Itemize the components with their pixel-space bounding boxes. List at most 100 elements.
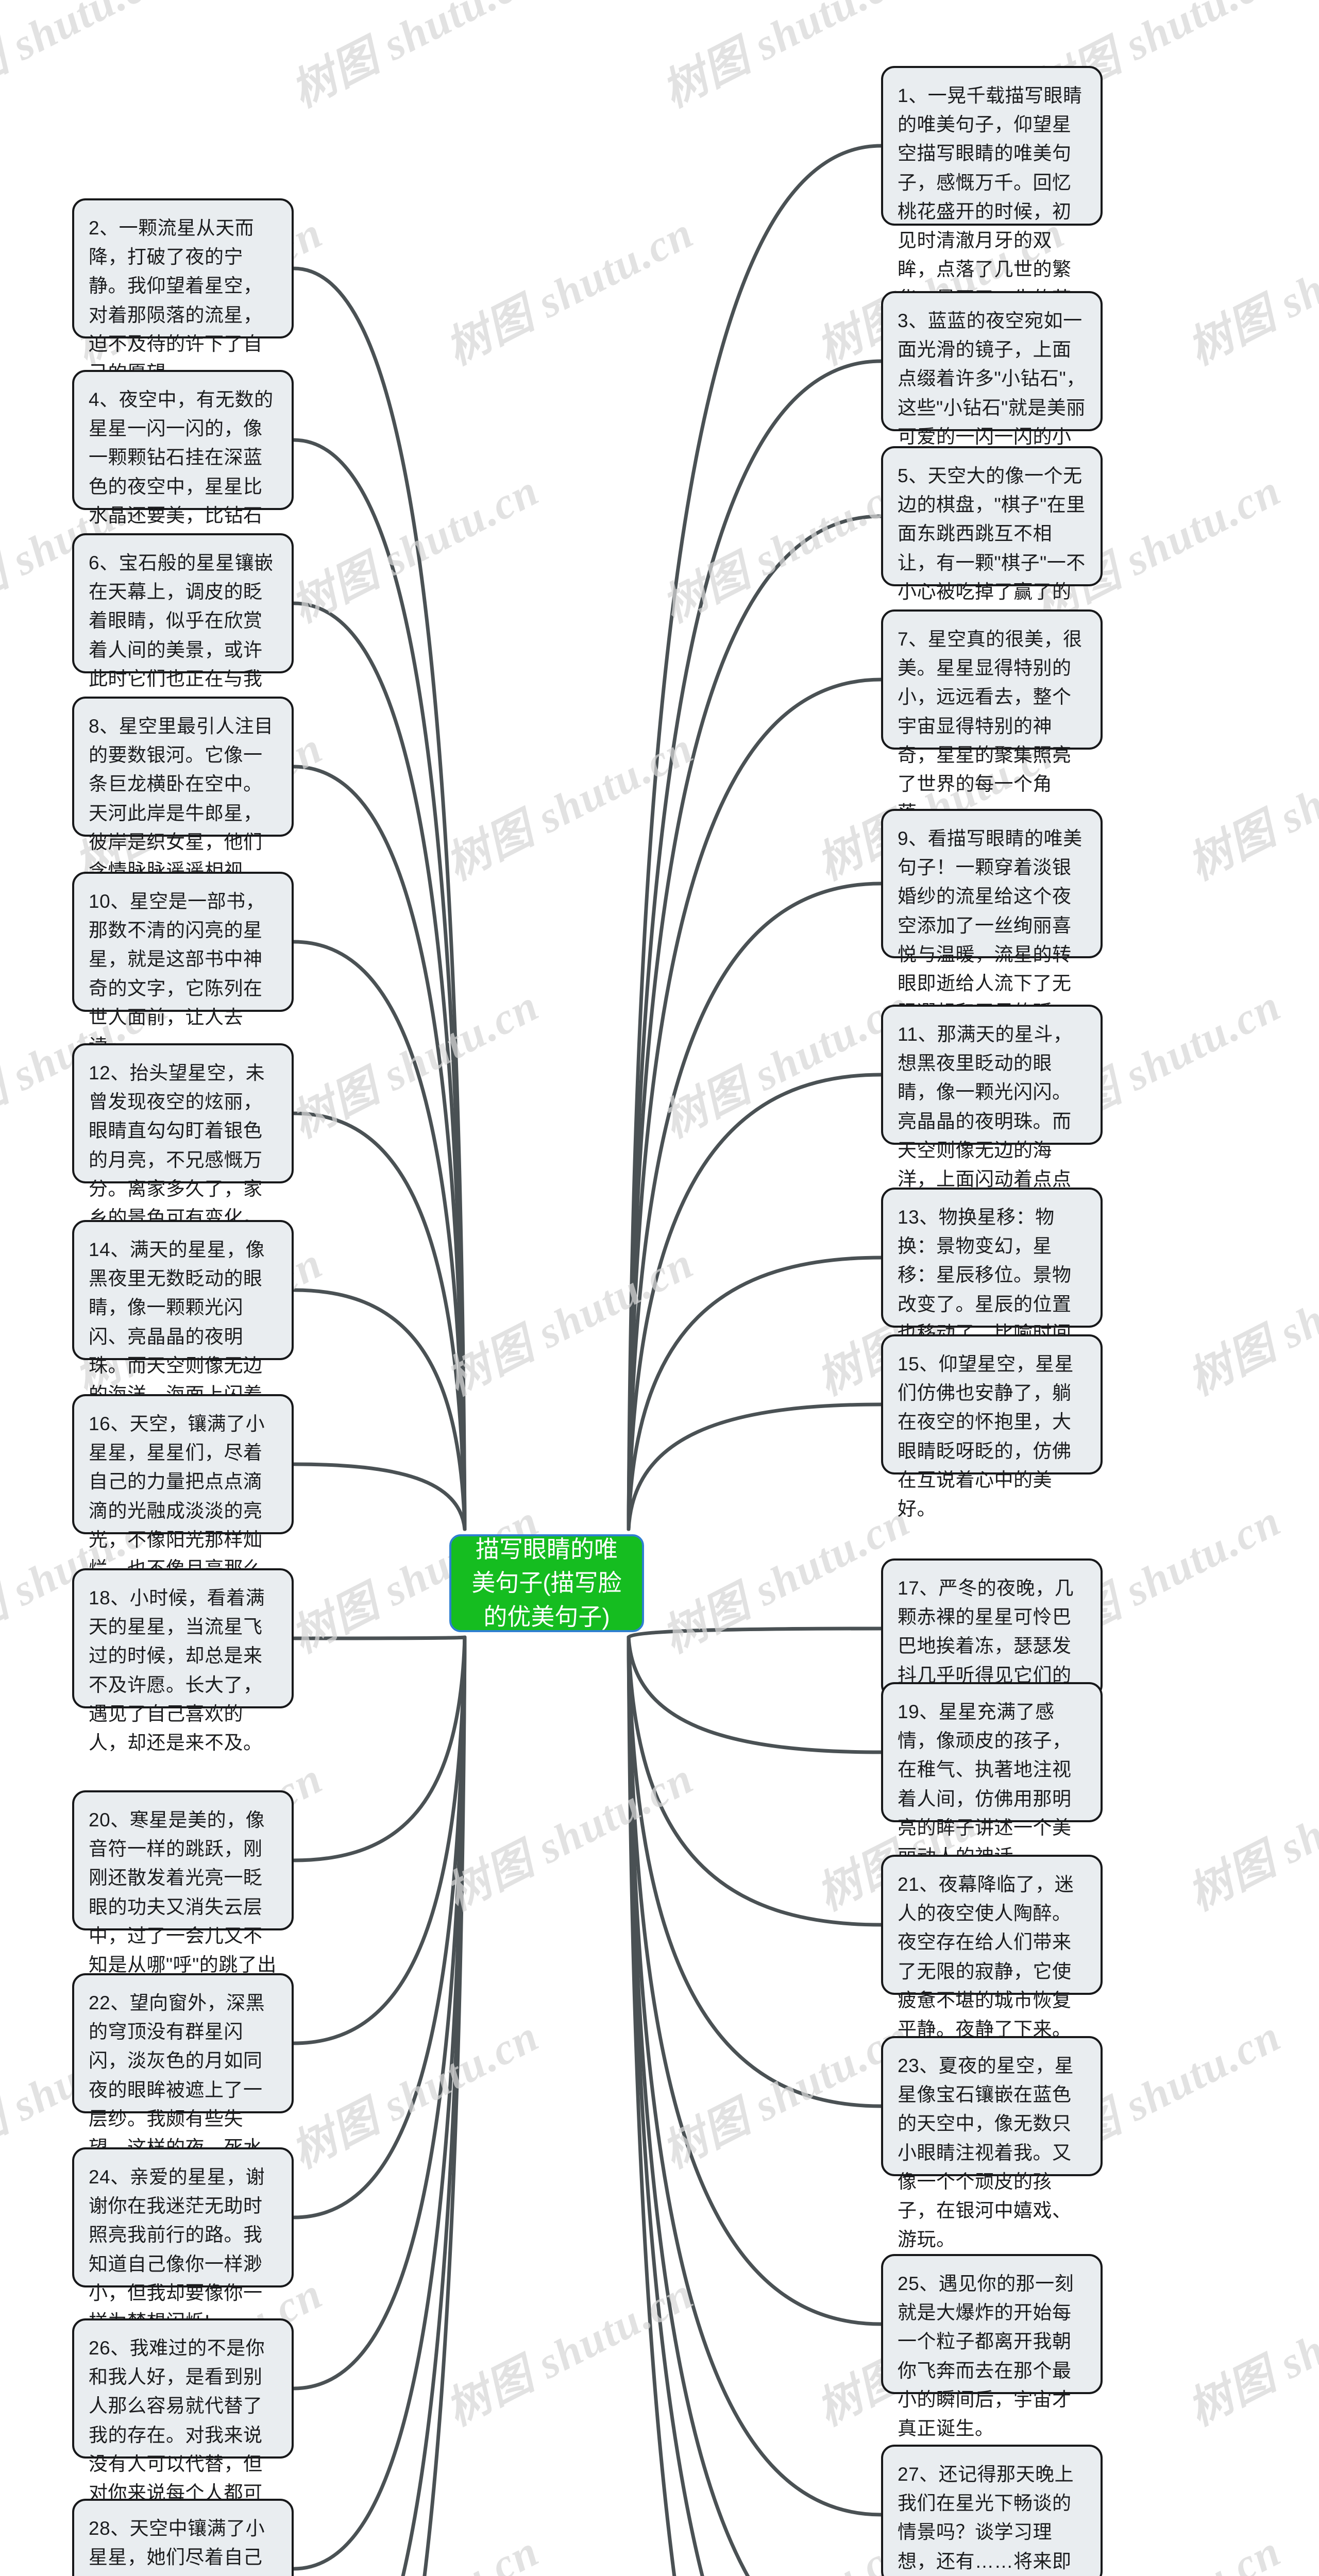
mindmap-node-text: 12、抬头望星空，未曾发现夜空的炫丽，眼睛直勾勾盯着银色的月亮，不兄感慨万分。离…	[89, 1062, 265, 1229]
mindmap-node-text: 5、天空大的像一个无边的棋盘，"棋子"在里面东跳西跳互不相让，有一颗"棋子"一不…	[898, 465, 1086, 631]
mindmap-node-11[interactable]: 11、那满天的星斗，想黑夜里眨动的眼睛，像一颗光闪闪。亮晶晶的夜明珠。而天空则像…	[881, 1005, 1103, 1218]
connector	[292, 1635, 467, 2571]
connector	[292, 601, 467, 1531]
mindmap-node-28[interactable]: 28、天空中镶满了小星星，她们尽着自己的力量把点点滴滴的光融成淡淡的亮光，不像阳…	[72, 2499, 294, 2576]
watermark: 树图 shutu.cn	[654, 1495, 918, 1663]
mindmap-node-10[interactable]: 10、星空是一部书，那数不清的闪亮的星星，就是这部书中神奇的文字，它陈列在世人面…	[72, 872, 294, 1057]
connector	[292, 1635, 467, 2219]
watermark: 树图 shutu.cn	[283, 0, 547, 117]
mindmap-node-12[interactable]: 12、抬头望星空，未曾发现夜空的炫丽，眼睛直勾勾盯着银色的月亮，不兄感慨万分。离…	[72, 1043, 294, 1228]
connector	[292, 266, 467, 1531]
watermark: 树图 shutu.cn	[1180, 207, 1319, 375]
mindmap-node-text: 8、星空里最引人注目的要数银河。它像一条巨龙横卧在空中。天河此岸是牛郎星，彼岸是…	[89, 716, 274, 910]
mindmap-node-4[interactable]: 4、夜空中，有无数的星星一闪一闪的，像一颗颗钻石挂在深蓝色的夜空中，星星比水晶还…	[72, 370, 294, 555]
connector	[627, 1402, 883, 1531]
mindmap-node-20[interactable]: 20、寒星是美的，像音符一样的跳跃，刚刚还散发着光亮一眨眼的功夫又消失云层中，过…	[72, 1790, 294, 2004]
mindmap-node-5[interactable]: 5、天空大的像一个无边的棋盘，"棋子"在里面东跳西跳互不相让，有一颗"棋子"一不…	[881, 446, 1103, 631]
mindmap-node-23[interactable]: 23、夏夜的星空，星星像宝石镶嵌在蓝色的天空中，像无数只小眼睛注视着我。又像一个…	[881, 2036, 1103, 2250]
watermark: 树图 shutu.cn	[649, 2515, 919, 2576]
watermark: 树图 shutu.cn	[438, 722, 701, 890]
watermark: 树图 shutu.cn	[283, 980, 547, 1147]
mindmap-node-15[interactable]: 15、仰望星空，星星们仿佛也安静了，躺在夜空的怀抱里，大眼睛眨呀眨的，仿佛在互说…	[881, 1334, 1103, 1519]
mindmap-node-14[interactable]: 14、满天的星星，像黑夜里无数眨动的眼睛，像一颗颗光闪闪、亮晶晶的夜明珠。而天空…	[72, 1220, 294, 1434]
center-node[interactable]: 描写眼睛的唯美句子(描写脸的优美句子)	[449, 1534, 644, 1632]
mindmap-node-1[interactable]: 1、一晃千载描写眼睛的唯美句子，仰望星空描写眼睛的唯美句子，感慨万千。回忆桃花盛…	[881, 66, 1103, 338]
mindmap-node-text: 4、夜空中，有无数的星星一闪一闪的，像一颗颗钻石挂在深蓝色的夜空中，星星比水晶还…	[89, 389, 274, 555]
watermark: 树图 shutu.cn	[1180, 1238, 1319, 1405]
watermark: 树图 shutu.cn	[283, 2010, 547, 2178]
connector	[627, 1635, 883, 2326]
connector	[292, 1635, 467, 2391]
watermark: 树图 shutu.cn	[438, 1238, 701, 1405]
connector	[627, 1635, 704, 2576]
mindmap-node-text: 27、还记得那天晚上我们在星光下畅谈的情景吗？谈学习理想，还有……将来即使我们天…	[898, 2464, 1074, 2572]
watermark: 树图 shutu.cn	[278, 2515, 548, 2576]
mindmap-node-21[interactable]: 21、夜幕降临了，迷人的夜空使人陶醉。夜空存在给人们带来了无限的寂静，它使疲惫不…	[881, 1855, 1103, 2040]
watermark: 树图 shutu.cn	[438, 2268, 701, 2435]
mindmap-node-13[interactable]: 13、物换星移：物换：景物变幻，星移：星辰移位。景物改变了。星辰的位置也移动了。…	[881, 1188, 1103, 1372]
connector	[422, 1635, 467, 2576]
connector	[292, 1462, 467, 1531]
watermark: 树图 shutu.cn	[654, 980, 918, 1147]
connector	[627, 1635, 883, 2517]
mindmap-node-9[interactable]: 9、看描写眼睛的唯美句子！一颗穿着淡银婚纱的流星给这个夜空添加了一丝绚丽喜悦与温…	[881, 809, 1103, 1052]
watermark: 树图 shutu.cn	[438, 207, 701, 375]
connector	[627, 1635, 883, 1754]
mindmap-node-19[interactable]: 19、星星充满了感情，像顽皮的孩子，在稚气、执著地注视着人间，仿佛用那明亮的眸子…	[881, 1682, 1103, 1867]
watermark: 树图 shutu.cn	[1180, 2268, 1319, 2435]
connector	[292, 1288, 467, 1531]
connector	[627, 144, 883, 1531]
mindmap-node-3[interactable]: 3、蓝蓝的夜空宛如一面光滑的镜子，上面点缀着许多"小钻石"，这些"小钻石"就是美…	[881, 291, 1103, 476]
watermark: 树图 shutu.cn	[1180, 1753, 1319, 1920]
connector	[627, 514, 883, 1531]
watermark: 树图 shutu.cn	[438, 1753, 701, 1920]
mindmap-node-text: 15、仰望星空，星星们仿佛也安静了，躺在夜空的怀抱里，大眼睛眨呀眨的，仿佛在互说…	[898, 1353, 1074, 1520]
mindmap-node-25[interactable]: 25、遇见你的那一刻就是大爆炸的开始每一个粒子都离开我朝你飞奔而去在那个最小的瞬…	[881, 2254, 1103, 2439]
connector	[627, 1635, 883, 2108]
mindmap-node-text: 1、一晃千载描写眼睛的唯美句子，仰望星空描写眼睛的唯美句子，感慨万千。回忆桃花盛…	[898, 85, 1083, 338]
watermark: 树图 shutu.cn	[283, 465, 547, 632]
connector	[627, 882, 883, 1531]
watermark: 树图 shutu.cn	[0, 0, 176, 117]
mindmap-node-text: 6、宝石般的星星镶嵌在天幕上，调皮的眨着眼睛，似乎在欣赏着人间的美景，或许此时它…	[89, 552, 274, 718]
watermark: 树图 shutu.cn	[654, 2010, 918, 2178]
mindmap-node-text: 10、星空是一部书，那数不清的闪亮的星星，就是这部书中神奇的文字，它陈列在世人面…	[89, 891, 265, 1057]
connector	[627, 1635, 750, 2576]
connector	[627, 1256, 883, 1531]
mindmap-node-6[interactable]: 6、宝石般的星星镶嵌在天幕上，调皮的眨着眼睛，似乎在欣赏着人间的美景，或许此时它…	[72, 533, 294, 718]
connector	[627, 677, 883, 1531]
connector	[627, 1073, 883, 1531]
connector	[292, 1635, 467, 1640]
connector	[627, 1635, 883, 1927]
mindmap-node-7[interactable]: 7、星空真的很美，很美。星星显得特别的小，远远看去，整个宇宙显得特别的神奇，星星…	[881, 609, 1103, 823]
connector	[401, 1635, 467, 2576]
mindmap-node-text: 24、亲爱的星星，谢谢你在我迷茫无助时照亮我前行的路。我知道自己像你一样渺小，但…	[89, 2166, 265, 2332]
mindmap-node-24[interactable]: 24、亲爱的星星，谢谢你在我迷茫无助时照亮我前行的路。我知道自己像你一样渺小，但…	[72, 2147, 294, 2332]
mindmap-node-16[interactable]: 16、天空，镶满了小星星，星星们，尽着自己的力量把点点滴滴的光融成淡淡的亮光，不…	[72, 1394, 294, 1608]
center-node-title: 描写眼睛的唯美句子(描写脸的优美句子)	[471, 1536, 622, 1630]
watermark: 树图 shutu.cn	[654, 0, 918, 117]
connector	[292, 438, 467, 1531]
connector	[292, 1111, 467, 1531]
mindmap-node-text: 2、一颗流星从天而降，打破了夜的宁静。我仰望着星空，对着那陨落的流星，迫不及待的…	[89, 217, 263, 383]
connector	[292, 1635, 467, 2045]
mindmap-node-text: 11、那满天的星斗，想黑夜里眨动的眼睛，像一颗光闪闪。亮晶晶的夜明珠。而天空则像…	[898, 1024, 1073, 1218]
mindmap-node-17[interactable]: 17、严冬的夜晚，几颗赤裸的星星可怜巴巴地挨着冻，瑟瑟发抖几乎听得见它们的牙齿冷…	[881, 1558, 1103, 1743]
mindmap-node-text: 21、夜幕降临了，迷人的夜空使人陶醉。夜空存在给人们带来了无限的寂静，它使疲惫不…	[898, 1874, 1074, 2040]
mindmap-node-text: 25、遇见你的那一刻就是大爆炸的开始每一个粒子都离开我朝你飞奔而去在那个最小的瞬…	[898, 2273, 1074, 2439]
connector	[292, 1635, 467, 1862]
mindmap-node-27[interactable]: 27、还记得那天晚上我们在星光下畅谈的情景吗？谈学习理想，还有……将来即使我们天…	[881, 2445, 1103, 2576]
mindmap-node-22[interactable]: 22、望向窗外，深黑的穹顶没有群星闪闪，淡灰色的月如同夜的眼眸被遮上了一层纱。我…	[72, 1973, 294, 2187]
mindmap-node-text: 19、星星充满了感情，像顽皮的孩子，在稚气、执著地注视着人间，仿佛用那明亮的眸子…	[898, 1701, 1072, 1867]
mindmap-node-text: 23、夏夜的星空，星星像宝石镶嵌在蓝色的天空中，像无数只小眼睛注视着我。又像一个…	[898, 2055, 1074, 2250]
mindmap-node-2[interactable]: 2、一颗流星从天而降，打破了夜的宁静。我仰望着星空，对着那陨落的流星，迫不及待的…	[72, 198, 294, 383]
mindmap-node-18[interactable]: 18、小时候，看着满天的星星，当流星飞过的时候，却总是来不及许愿。长大了，遇见了…	[72, 1568, 294, 1753]
mindmap-node-text: 7、星空真的很美，很美。星星显得特别的小，远远看去，整个宇宙显得特别的神奇，星星…	[898, 629, 1083, 823]
mindmap-node-text: 28、天空中镶满了小星星，她们尽着自己的力量把点点滴滴的光融成淡淡的亮光，不像阳…	[89, 2518, 265, 2576]
connector	[627, 1635, 677, 2576]
mindmap-node-26[interactable]: 26、我难过的不是你和我人好，是看到别人那么容易就代替了我的存在。对我来说没有人…	[72, 2318, 294, 2532]
mindmap-node-text: 20、寒星是美的，像音符一样的跳跃，刚刚还散发着光亮一眨眼的功夫又消失云层中，过…	[89, 1809, 277, 2004]
mindmap-node-8[interactable]: 8、星空里最引人注目的要数银河。它像一条巨龙横卧在空中。天河此岸是牛郎星，彼岸是…	[72, 697, 294, 910]
watermark: 树图 shutu.cn	[1180, 722, 1319, 890]
connector	[292, 940, 467, 1531]
